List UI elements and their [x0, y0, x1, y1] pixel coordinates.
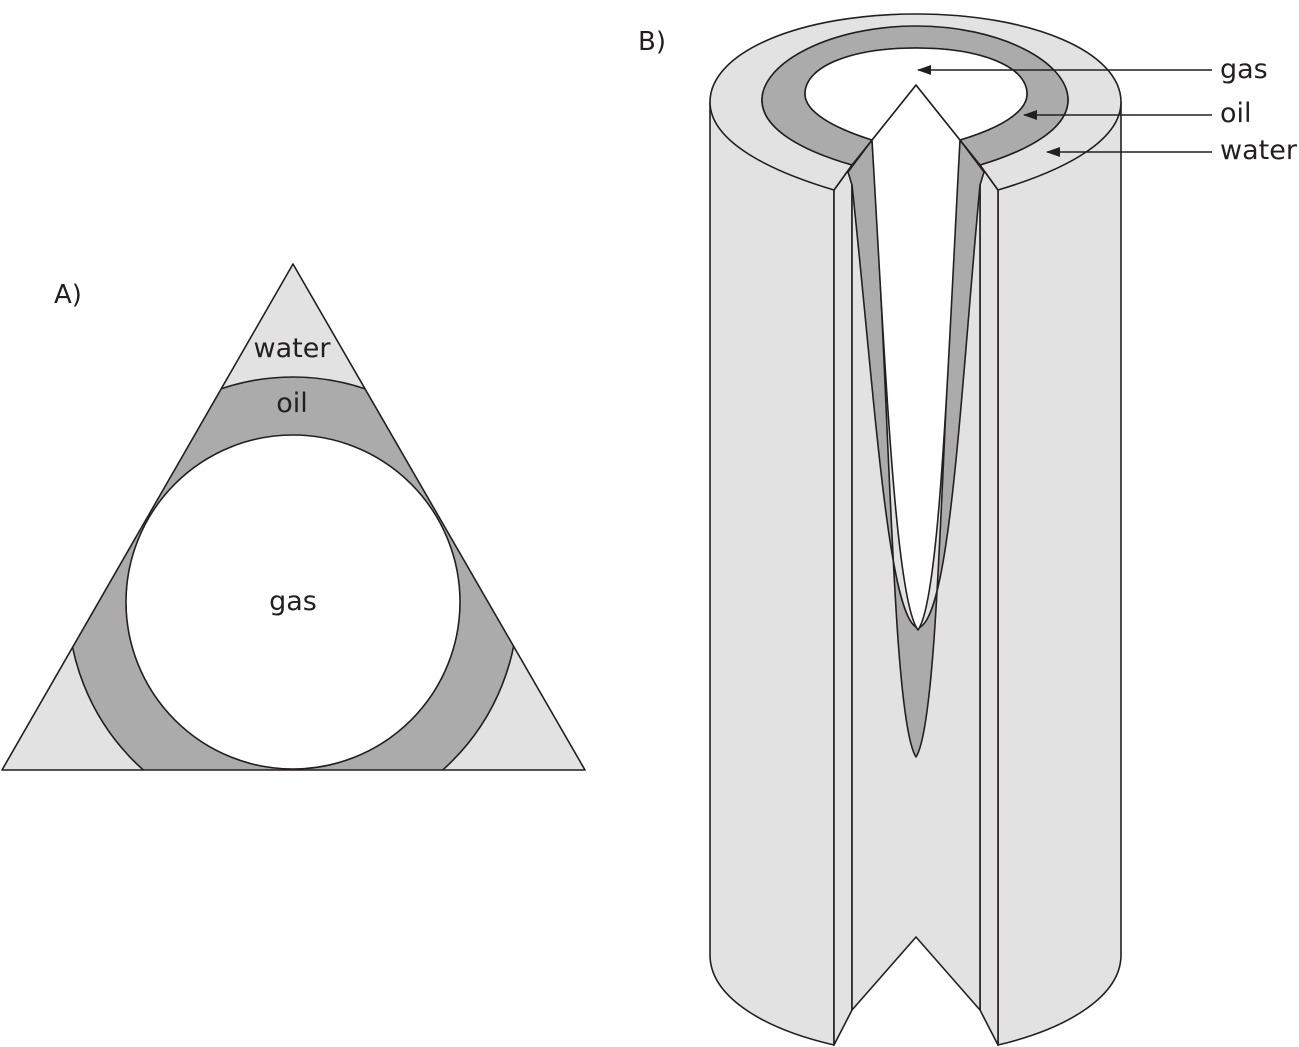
cut-face-right — [979, 164, 999, 1046]
callout-water: water — [1046, 135, 1298, 166]
gas-bubble — [125, 434, 461, 770]
panel-b: B) gas o — [638, 13, 1298, 1046]
callout-oil: oil — [1023, 98, 1252, 129]
label-oil-a: oil — [276, 388, 308, 419]
panel-a-label: A) — [54, 280, 82, 310]
top-gas-opening — [804, 47, 1028, 141]
callout-oil-label: oil — [1220, 98, 1252, 129]
label-gas-a: gas — [269, 586, 317, 617]
cylinder-left-face — [709, 101, 835, 1046]
cut-face-left — [833, 164, 853, 1046]
panel-a: A) water oil gas — [1, 263, 586, 771]
gas-core-cut — [871, 84, 961, 631]
callout-gas-label: gas — [1220, 54, 1268, 85]
panel-b-label: B) — [638, 27, 666, 57]
callout-gas: gas — [917, 54, 1268, 85]
triangle-cross-section — [1, 263, 586, 771]
label-water-a: water — [254, 333, 332, 364]
triangle-outline — [1, 263, 586, 771]
cylinder-right-face — [997, 101, 1122, 1046]
cylinder-cutaway — [709, 13, 1122, 1046]
callout-water-label: water — [1220, 135, 1298, 166]
